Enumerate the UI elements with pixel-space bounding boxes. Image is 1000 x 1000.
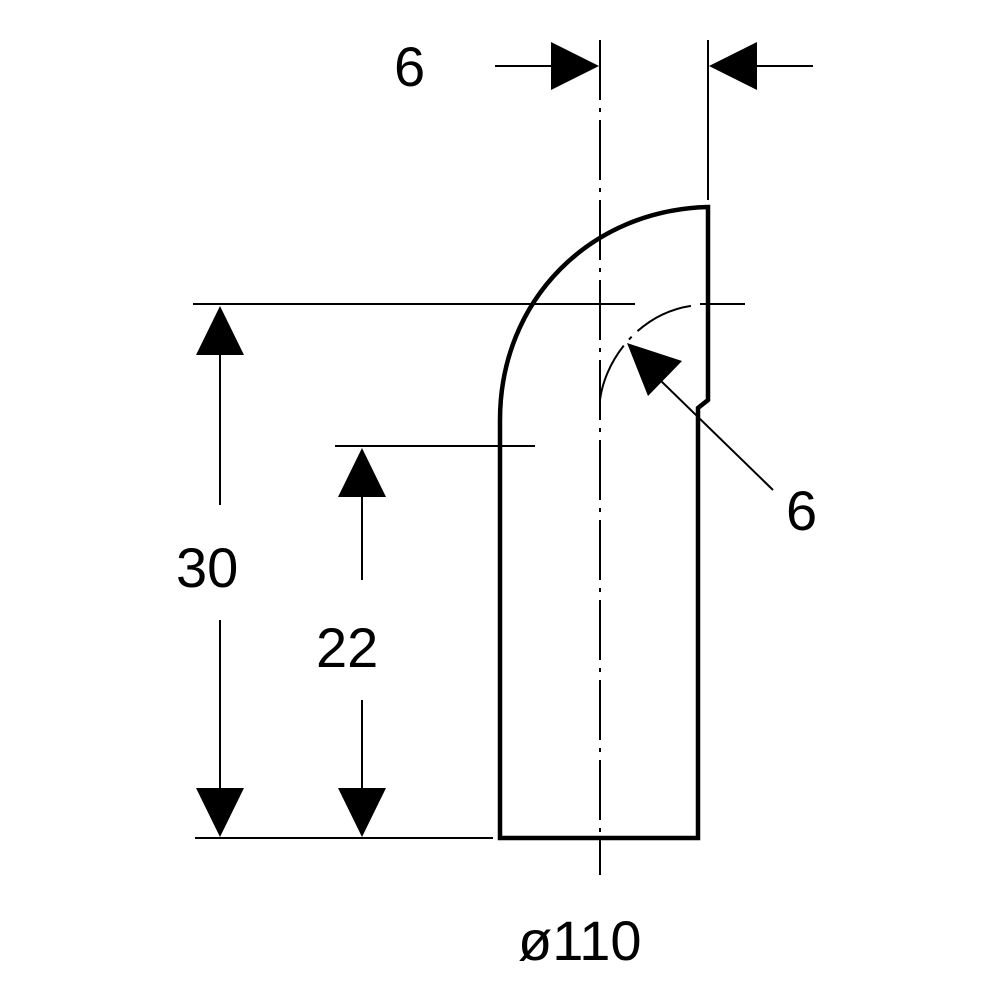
total-height-label: 30 xyxy=(176,536,238,599)
top-dim-arrow-left xyxy=(551,42,599,90)
straight-height-label: 22 xyxy=(316,616,378,679)
total-height-arrow-bottom xyxy=(196,788,244,837)
top-dim-arrow-right xyxy=(709,42,757,90)
top-width-label: 6 xyxy=(394,35,425,98)
straight-height-arrow-bottom xyxy=(338,788,386,837)
arc-radius-label: 6 xyxy=(786,479,817,542)
straight-height-arrow-top xyxy=(338,448,386,497)
total-height-arrow-top xyxy=(196,306,244,355)
arc-radius-leader xyxy=(659,379,774,491)
pipe-outline xyxy=(497,204,711,841)
arc-radius-arrow xyxy=(627,343,682,396)
bend-radius-arc xyxy=(599,304,699,401)
diameter-label: ø110 xyxy=(518,909,641,972)
